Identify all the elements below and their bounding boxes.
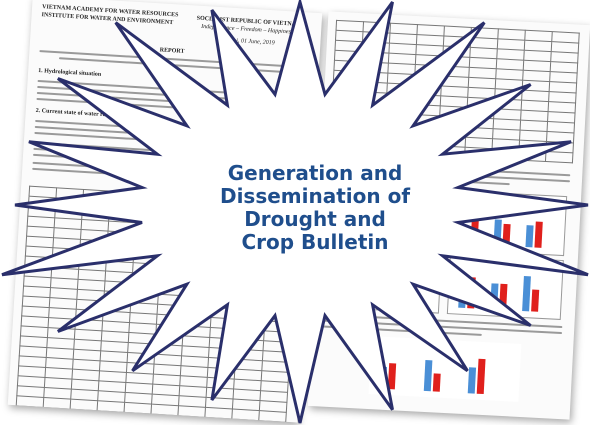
title-line-2: Dissemination of [219,184,411,208]
title-line-3: Drought and [244,207,386,231]
title-line-4: Crop Bulletin [241,230,389,254]
title-line-1: Generation and [227,161,403,185]
bulletin-title: Generation and Dissemination of Drought … [180,162,450,254]
